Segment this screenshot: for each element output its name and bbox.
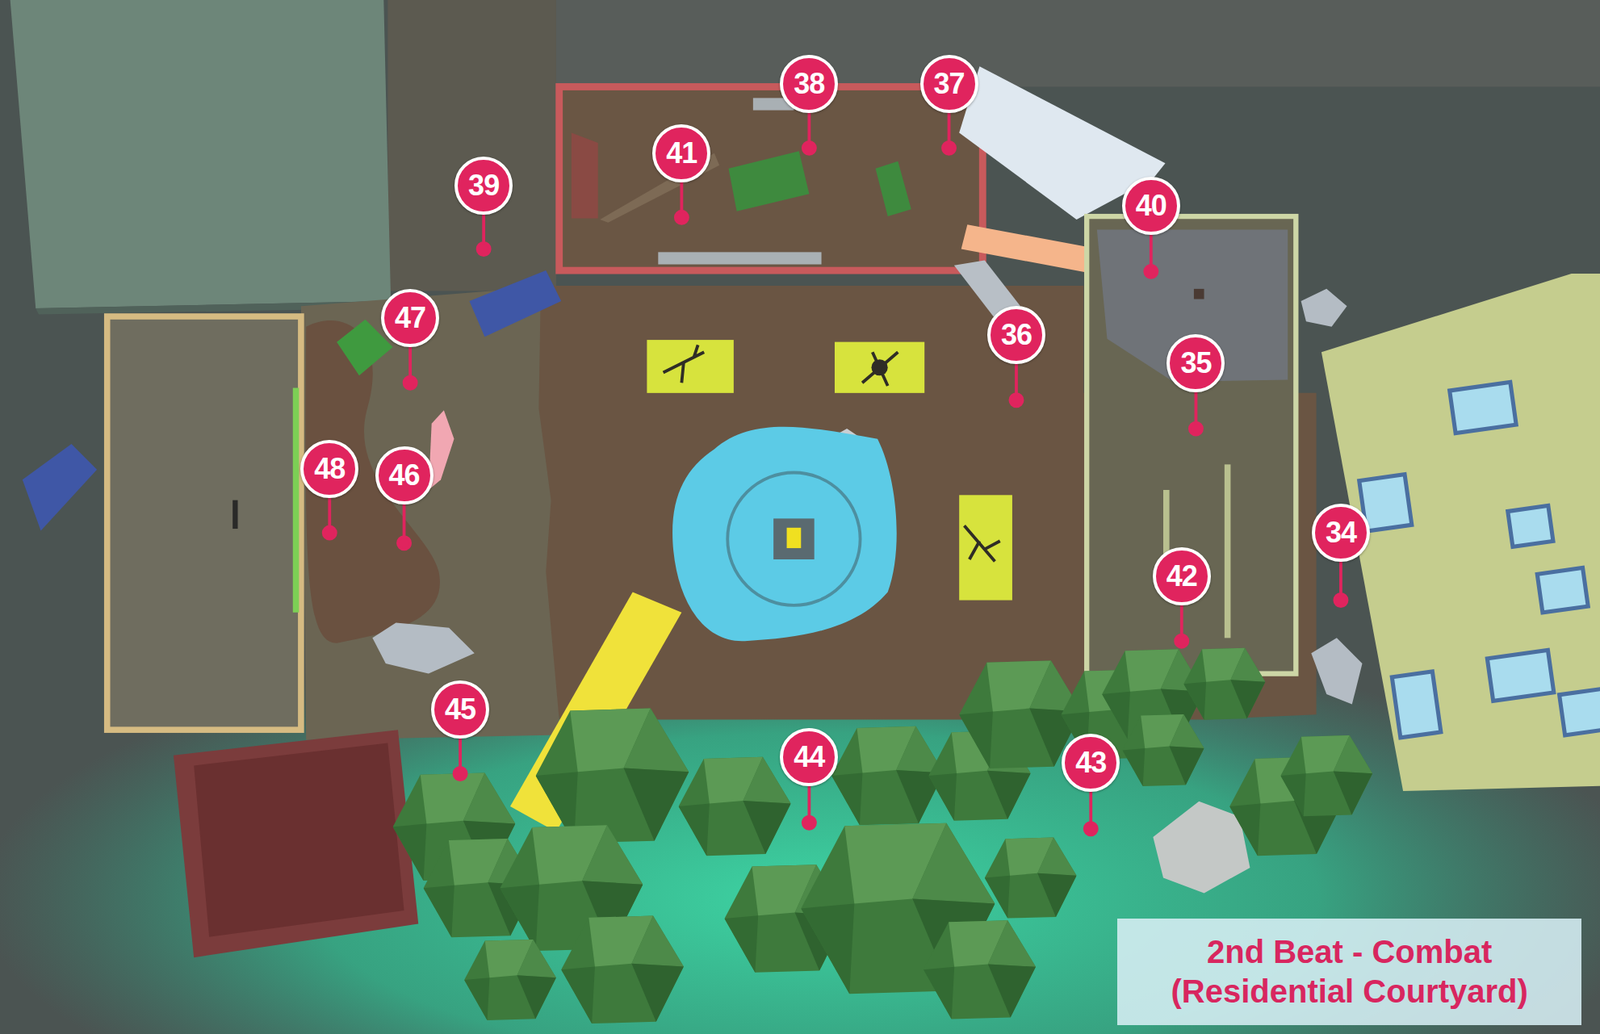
fountain-object xyxy=(787,527,802,549)
red-building xyxy=(559,86,984,271)
leader-dot xyxy=(1144,265,1157,278)
building-roof xyxy=(10,0,391,309)
window xyxy=(1449,381,1517,433)
window xyxy=(1486,649,1554,701)
leader-dot xyxy=(942,142,955,155)
callout-number: 47 xyxy=(394,303,426,333)
spawn-pad xyxy=(959,494,1013,600)
leader-dot xyxy=(803,142,816,155)
rock xyxy=(1310,637,1362,704)
callout-number: 35 xyxy=(1180,348,1211,378)
leader-dot xyxy=(1084,822,1098,835)
leader-dot xyxy=(404,376,417,390)
gray-roof xyxy=(1097,230,1288,382)
callout-marker: 38 xyxy=(779,54,838,114)
callout-number: 42 xyxy=(1166,561,1198,591)
tree xyxy=(984,837,1077,918)
callout-marker: 35 xyxy=(1166,334,1225,393)
callout-number: 37 xyxy=(934,69,965,99)
green-mat xyxy=(875,161,912,217)
house-roof-inner xyxy=(193,743,404,938)
callout-number: 44 xyxy=(793,742,825,772)
leader-dot xyxy=(477,242,491,256)
pool xyxy=(672,427,897,642)
callout-marker: 42 xyxy=(1152,547,1211,606)
enemy-figure xyxy=(964,525,1001,562)
leader-dot xyxy=(453,767,466,780)
leader-dot xyxy=(1189,423,1203,436)
door xyxy=(232,500,238,529)
alley xyxy=(387,0,557,291)
callout-marker: 45 xyxy=(431,680,490,739)
callout-number: 43 xyxy=(1075,748,1106,778)
car xyxy=(469,270,562,337)
tree xyxy=(831,726,944,826)
car xyxy=(22,443,97,531)
fountain-base xyxy=(773,518,815,560)
leader-dot xyxy=(675,211,688,224)
leader-dot xyxy=(1334,594,1347,607)
callout-marker: 36 xyxy=(987,305,1046,365)
pool-ring xyxy=(727,472,860,605)
spawn-pad xyxy=(646,339,733,394)
callout-marker: 47 xyxy=(381,289,440,348)
right-compound xyxy=(1086,216,1296,675)
callout-number: 41 xyxy=(665,138,697,168)
callout-number: 39 xyxy=(468,171,499,201)
callout-leaders xyxy=(323,101,1348,835)
callout-marker: 44 xyxy=(779,728,838,787)
left-building xyxy=(107,316,302,730)
bench xyxy=(657,251,821,264)
tree xyxy=(464,939,557,1021)
ramp xyxy=(571,132,599,218)
callout-marker: 39 xyxy=(454,156,513,215)
enemy-figure xyxy=(862,351,898,386)
callout-marker: 40 xyxy=(1122,176,1181,235)
tree xyxy=(923,920,1036,1019)
callout-number: 46 xyxy=(389,460,420,491)
callout-number: 38 xyxy=(793,69,825,99)
green-strip xyxy=(293,388,300,613)
tree xyxy=(678,757,792,856)
map-title: 2nd Beat - Combat (Residential Courtyard… xyxy=(1123,932,1576,1012)
callout-number: 40 xyxy=(1135,191,1167,221)
leader-dot xyxy=(397,536,411,549)
window xyxy=(1507,505,1554,547)
window xyxy=(1537,567,1588,613)
leader-dot xyxy=(1009,393,1022,407)
path-ground xyxy=(301,285,560,741)
tree xyxy=(1183,648,1265,721)
callout-marker: 34 xyxy=(1311,503,1370,562)
window xyxy=(1391,671,1441,738)
tree xyxy=(561,916,684,1025)
street xyxy=(556,0,1600,87)
callout-number: 45 xyxy=(444,695,476,725)
title-box: 2nd Beat - Combat (Residential Courtyard… xyxy=(1117,918,1582,1027)
spawn-pad xyxy=(834,342,925,394)
enemy-figure xyxy=(663,344,705,383)
window xyxy=(1559,688,1600,736)
callout-number: 48 xyxy=(314,454,345,484)
callout-number: 34 xyxy=(1325,518,1357,548)
leader-dot xyxy=(323,527,336,540)
inner-wall xyxy=(1224,464,1232,638)
windows xyxy=(1348,375,1600,759)
leader-dot xyxy=(1175,635,1188,648)
green-mat xyxy=(728,150,810,212)
house-roof xyxy=(173,729,419,958)
callout-marker: 37 xyxy=(920,54,979,114)
tree xyxy=(1280,735,1373,817)
crate xyxy=(1193,289,1205,300)
tree xyxy=(536,708,690,844)
rock xyxy=(372,622,474,674)
leader-dot xyxy=(803,816,816,830)
callout-marker: 41 xyxy=(652,124,711,183)
callout-marker: 46 xyxy=(375,446,434,505)
callout-number: 36 xyxy=(1001,320,1032,350)
rock xyxy=(1301,289,1348,327)
dirt-patch xyxy=(305,320,440,644)
tree xyxy=(1122,714,1204,787)
